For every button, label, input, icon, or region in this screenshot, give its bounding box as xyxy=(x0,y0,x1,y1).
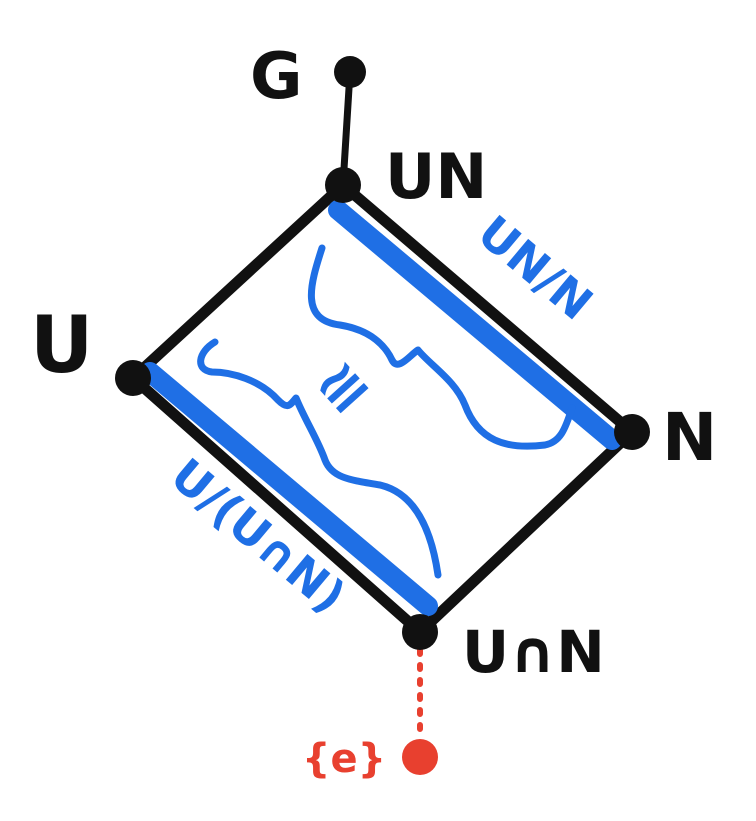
vertex-U xyxy=(115,360,151,396)
label-UcapN: U∩N xyxy=(462,618,605,686)
vertex-e xyxy=(402,739,438,775)
label-identity: {e} xyxy=(302,736,386,782)
lattice-edges xyxy=(127,68,638,638)
iso-label: ≅ xyxy=(301,345,385,431)
iso-brackets xyxy=(197,244,576,579)
label-U: U xyxy=(30,301,93,391)
highlight-UN-N xyxy=(328,200,622,450)
vertex-UN xyxy=(325,167,361,203)
bracket-UN-N xyxy=(307,244,576,450)
vertex-UcapN xyxy=(402,614,438,650)
edge-UN-U xyxy=(127,179,349,384)
edge-U-UcapN xyxy=(127,372,426,638)
edge-UN-N xyxy=(337,179,638,438)
highlight-U-UcapN xyxy=(140,362,438,616)
lattice-vertices xyxy=(115,56,650,775)
bracket-U-UcapN xyxy=(197,338,442,579)
vertex-N xyxy=(614,414,650,450)
iso-symbol: ≅ xyxy=(301,345,385,431)
edge-N-UcapN xyxy=(414,426,638,638)
edge-G-UN xyxy=(339,68,354,189)
label-G: G xyxy=(250,40,303,114)
quotient-highlights xyxy=(140,200,622,616)
vertex-G xyxy=(334,56,366,88)
label-N: N xyxy=(662,399,717,476)
label-UN: UN xyxy=(385,140,487,213)
